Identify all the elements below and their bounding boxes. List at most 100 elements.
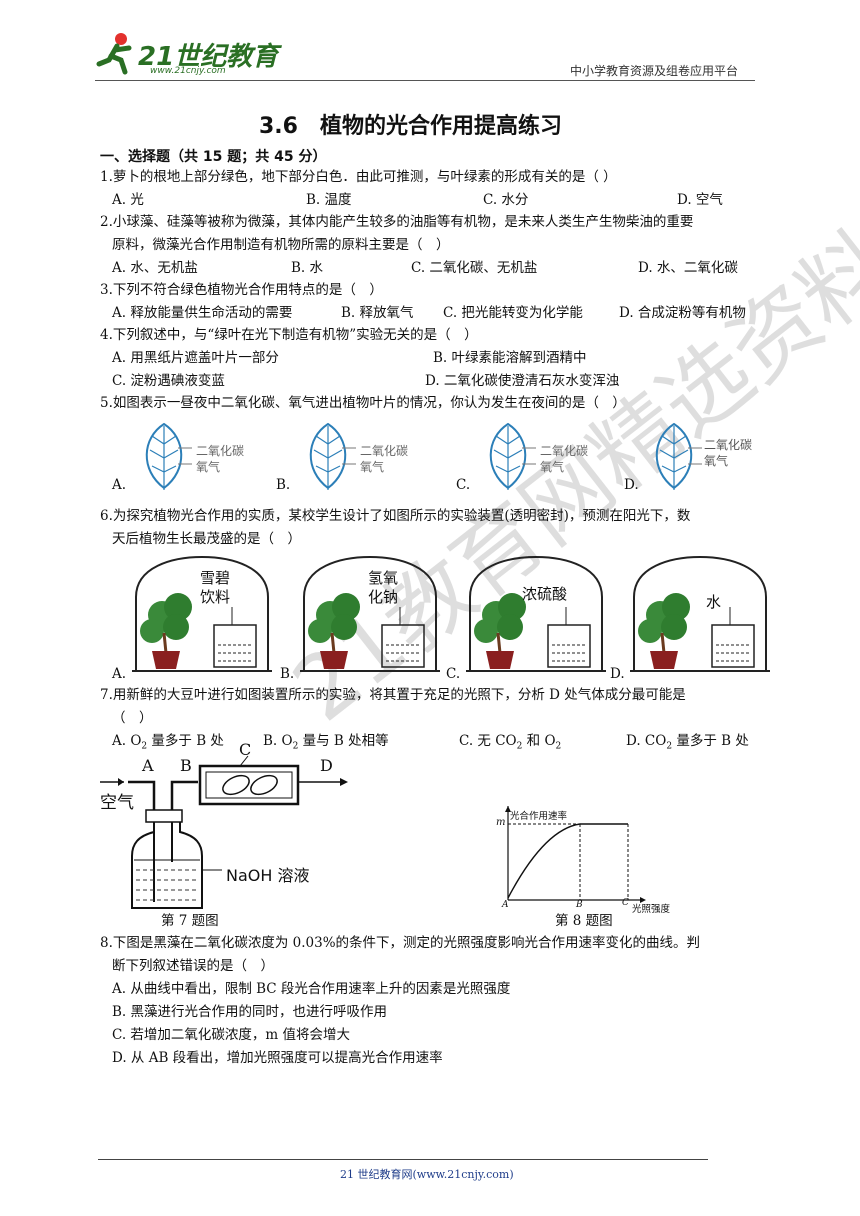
fig-label-b: B [180, 756, 192, 775]
q5-figure-d: 二氧化碳 氧气 D. [624, 420, 774, 494]
q7-stem-line1: 7.用新鲜的大豆叶进行如图装置所示的实验，将其置于充足的光照下，分析 D 处气体… [100, 687, 686, 703]
q2-stem-line2: 原料，微藻光合作用制造有机物所需的原料主要是（ ） [112, 237, 450, 253]
bell-jar-icon [300, 555, 440, 672]
section-heading: 一、选择题（共 15 题；共 45 分） [100, 149, 327, 165]
q1-option-c: C. 水分 [483, 192, 529, 208]
q5-label-d: D. [624, 477, 639, 493]
graph-m-label: m [496, 817, 506, 828]
q8-option-d: D. 从 AB 段看出，增加光照强度可以提高光合作用速率 [112, 1050, 443, 1066]
o2-label: 氧气 [360, 460, 385, 474]
q6-figure-d: 水 D. [610, 553, 775, 683]
liquid-label-line1: 雪碧 [200, 569, 231, 587]
q3-option-c: C. 把光能转变为化学能 [443, 305, 583, 321]
graph-xlabel: 光照强度 [632, 904, 671, 915]
q6-label-d: D. [610, 666, 625, 682]
q2-option-a: A. 水、无机盐 [112, 260, 198, 276]
bell-jar-icon [132, 555, 272, 672]
page-title: 3.6 植物的光合作用提高练习 [259, 114, 562, 139]
q7-option-c: C. 无 CO2 和 O2 [459, 733, 562, 752]
liquid-label-line1: 氢氧 [368, 569, 399, 587]
q5-figure-c: 二氧化碳 氧气 C. [456, 420, 626, 494]
q6-label-a: A. [112, 666, 127, 682]
bell-jar-icon [466, 555, 606, 672]
q6-figure-a: 雪碧 饮料 A. [112, 553, 277, 683]
logo-url: www.21cnjy.com [150, 66, 226, 76]
q6-label-b: B. [280, 666, 295, 682]
q3-option-b: B. 释放氧气 [341, 305, 414, 321]
q4-option-a: A. 用黑纸片遮盖叶片一部分 [112, 350, 279, 366]
header-divider [95, 80, 755, 81]
q2-option-b: B. 水 [291, 260, 324, 276]
q1-stem: 1.萝卜的根地上部分绿色，地下部分白色．由此可推测，与叶绿素的形成有关的是（ ） [100, 169, 617, 185]
co2-label: 二氧化碳 [704, 438, 753, 452]
q5-figure-a: 二氧化碳 氧气 A. [112, 420, 282, 494]
leaf-icon [145, 422, 192, 490]
graph-c-label: C [622, 898, 629, 908]
q8-stem-line1: 8.下图是黑藻在二氧化碳浓度为 0.03%的条件下，测定的光照强度影响光合作用速… [100, 935, 701, 951]
fig-label-a: A [142, 756, 154, 775]
leaf-icon [655, 422, 702, 490]
co2-label: 二氧化碳 [360, 444, 409, 458]
graph-b-label: B [576, 900, 583, 910]
q6-figure-c: 浓硫酸 C. [446, 553, 611, 683]
q3-option-d: D. 合成淀粉等有机物 [619, 305, 746, 321]
q1-option-b: B. 温度 [306, 192, 352, 208]
q5-label-a: A. [112, 477, 127, 493]
q4-option-c: C. 淀粉遇碘液变蓝 [112, 373, 225, 389]
q4-option-b: B. 叶绿素能溶解到酒精中 [433, 350, 587, 366]
q7-stem-line2: （ ） [112, 710, 153, 726]
footer-divider [98, 1159, 708, 1160]
graph-ylabel: 光合作用速率 [510, 811, 568, 822]
o2-label: 氧气 [196, 460, 221, 474]
logo-text: 21世纪教育 [138, 42, 279, 72]
q8-option-a: A. 从曲线中看出，限制 BC 段光合作用速率上升的因素是光照强度 [112, 981, 511, 997]
liquid-label-line2: 化钠 [368, 588, 399, 606]
q7-caption: 第 7 题图 [161, 913, 219, 929]
q4-stem: 4.下列叙述中，与“绿叶在光下制造有机物”实验无关的是（ ） [100, 327, 478, 343]
liquid-label-line1: 水 [706, 593, 722, 611]
q1-option-a: A. 光 [112, 192, 144, 208]
leaf-icon [309, 422, 356, 490]
bell-jar-icon [630, 555, 770, 672]
q1-option-d: D. 空气 [677, 192, 723, 208]
co2-label: 二氧化碳 [540, 444, 589, 458]
runner-logo-icon [96, 33, 132, 75]
q6-stem-line2: 天后植物生长最茂盛的是（ ） [112, 531, 301, 547]
q8-option-b: B. 黑藻进行光合作用的同时，也进行呼吸作用 [112, 1004, 388, 1020]
co2-label: 二氧化碳 [196, 444, 245, 458]
fig-label-air: 空气 [100, 793, 134, 813]
fig-label-d: D [320, 756, 333, 775]
q8-graph-figure: 光合作用速率 m A B C 光照强度 [494, 804, 694, 915]
q7-apparatus-figure: A B C D 空气 NaOH 溶液 [98, 740, 368, 912]
q8-stem-line2: 断下列叙述错误的是（ ） [112, 958, 274, 974]
q5-label-b: B. [276, 477, 291, 493]
q6-label-c: C. [446, 666, 461, 682]
q3-stem: 3.下列不符合绿色植物光合作用特点的是（ ） [100, 282, 383, 298]
footer-text: 21 世纪教育网(www.21cnjy.com) [340, 1168, 514, 1181]
q5-stem: 5.如图表示一昼夜中二氧化碳、氧气进出植物叶片的情况，你认为发生在夜间的是（ ） [100, 395, 626, 411]
q6-stem-line1: 6.为探究植物光合作用的实质，某校学生设计了如图所示的实验装置(透明密封)，预测… [100, 508, 691, 524]
liquid-label-line2: 饮料 [200, 588, 231, 606]
q2-option-c: C. 二氧化碳、无机盐 [411, 260, 538, 276]
q7-option-d: D. CO2 量多于 B 处 [626, 733, 749, 752]
q5-label-c: C. [456, 477, 471, 493]
liquid-label-line1: 浓硫酸 [522, 585, 568, 603]
q2-stem-line1: 2.小球藻、硅藻等被称为微藻，其体内能产生较多的油脂等有机物，是未来人类生产生物… [100, 214, 694, 230]
q8-caption: 第 8 题图 [555, 913, 613, 929]
fig-label-naoh: NaOH 溶液 [226, 866, 310, 885]
apparatus-diagram [100, 755, 348, 909]
q7-option-b: B. O2 量与 B 处相等 [263, 733, 389, 752]
q3-option-a: A. 释放能量供生命活动的需要 [112, 305, 293, 321]
graph-a-label: A [502, 900, 509, 910]
q8-option-c: C. 若增加二氧化碳浓度，m 值将会增大 [112, 1027, 351, 1043]
platform-name: 中小学教育资源及组卷应用平台 [570, 64, 739, 78]
q5-figure-b: 二氧化碳 氧气 B. [276, 420, 446, 494]
q2-option-d: D. 水、二氧化碳 [638, 260, 738, 276]
photosynthesis-curve [505, 806, 646, 903]
fig-label-c: C [239, 740, 252, 759]
o2-label: 氧气 [540, 460, 565, 474]
o2-label: 氧气 [704, 454, 729, 468]
q4-option-d: D. 二氧化碳使澄清石灰水变浑浊 [425, 373, 620, 389]
q7-option-a: A. O2 量多于 B 处 [112, 733, 224, 752]
leaf-icon [489, 422, 536, 490]
